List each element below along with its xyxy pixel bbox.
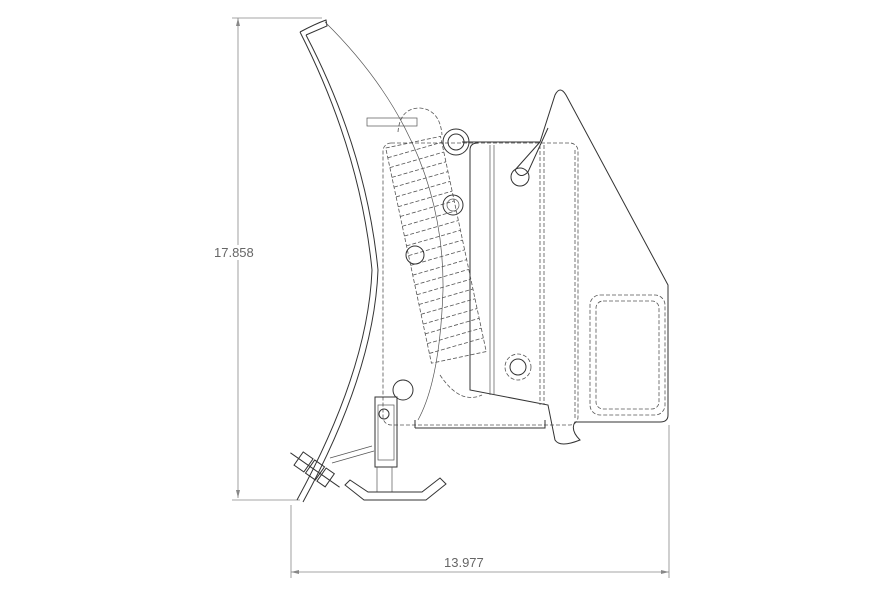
adjuster-bolts (290, 451, 340, 488)
foot-bracket (344, 396, 447, 501)
width-dimension-label: 13.977 (442, 555, 486, 570)
side-plate-hidden (382, 142, 579, 426)
top-bracket (366, 107, 443, 136)
holes (392, 128, 532, 401)
curved-blade (296, 19, 444, 503)
height-dimension-label: 17.858 (212, 245, 256, 260)
width-dimension (290, 425, 670, 578)
mount-plate (462, 89, 669, 445)
spring (385, 135, 487, 364)
window-cutout (589, 294, 666, 416)
bottom-bar (414, 420, 546, 429)
link-rod (329, 445, 375, 464)
